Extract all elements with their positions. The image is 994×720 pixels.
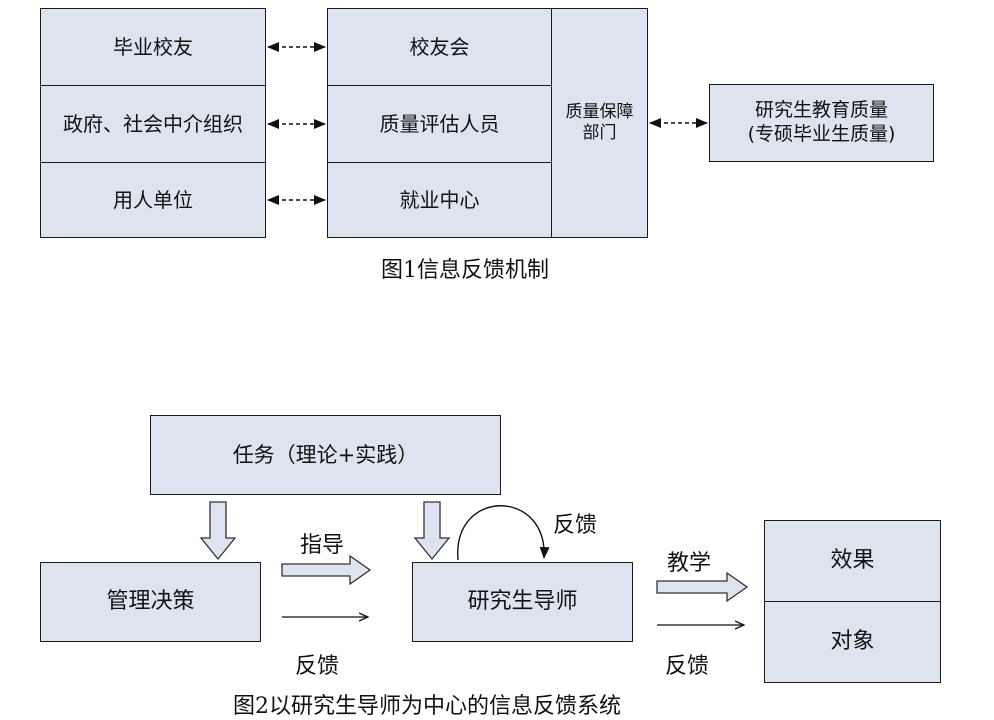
graduate-tutor-label: 研究生导师 bbox=[467, 589, 578, 615]
figure1-caption: 图1信息反馈机制 bbox=[381, 258, 549, 283]
task-to-decision-block-arrow bbox=[199, 501, 237, 561]
management-decision-box: 管理决策 bbox=[40, 562, 261, 642]
teaching-block-arrow bbox=[656, 571, 749, 603]
graduate-tutor-box: 研究生导师 bbox=[412, 562, 633, 642]
management-decision-label: 管理决策 bbox=[106, 589, 195, 615]
effect-label: 效果 bbox=[830, 548, 875, 574]
graduate-quality-box: 研究生教育质量 (专硕毕业生质量) bbox=[709, 84, 934, 162]
quality-assessor-box: 质量评估人员 bbox=[327, 85, 552, 163]
feedback-loop-arc bbox=[457, 505, 550, 561]
feedback-label-right: 反馈 bbox=[665, 654, 710, 679]
figure2-caption: 图2以研究生导师为中心的信息反馈系统 bbox=[233, 694, 621, 719]
alumni-association-label: 校友会 bbox=[409, 34, 470, 59]
qa-dept-line-2: 部门 bbox=[582, 123, 617, 143]
alumni-association-box: 校友会 bbox=[327, 8, 552, 86]
employer-label: 用人单位 bbox=[113, 187, 193, 212]
guide-label: 指导 bbox=[300, 533, 345, 558]
guide-block-arrow bbox=[281, 554, 372, 586]
qa-dept-line-1: 质量保障 bbox=[565, 101, 634, 122]
task-box: 任务（理论+实践） bbox=[150, 415, 501, 495]
alumni-label: 毕业校友 bbox=[113, 34, 193, 59]
graduate-quality-line-1: 研究生教育质量 bbox=[754, 99, 888, 122]
feedback-label-left: 反馈 bbox=[295, 654, 340, 679]
object-label: 对象 bbox=[830, 629, 875, 655]
alumni-box: 毕业校友 bbox=[40, 8, 266, 86]
teaching-label: 教学 bbox=[667, 551, 712, 576]
task-label: 任务（理论+实践） bbox=[232, 442, 419, 467]
quality-assurance-dept-box: 质量保障 部门 bbox=[551, 8, 648, 238]
quality-assessor-label: 质量评估人员 bbox=[379, 111, 500, 136]
effect-box: 效果 bbox=[764, 520, 941, 602]
graduate-quality-line-2: (专硕毕业生质量) bbox=[747, 123, 896, 145]
government-agency-label: 政府、社会中介组织 bbox=[63, 111, 243, 136]
feedback-loop-label: 反馈 bbox=[553, 513, 598, 538]
employment-center-box: 就业中心 bbox=[327, 162, 552, 238]
employer-box: 用人单位 bbox=[40, 162, 266, 238]
employment-center-label: 就业中心 bbox=[399, 187, 480, 212]
object-box: 对象 bbox=[764, 601, 941, 683]
task-to-tutor-block-arrow bbox=[413, 501, 451, 561]
